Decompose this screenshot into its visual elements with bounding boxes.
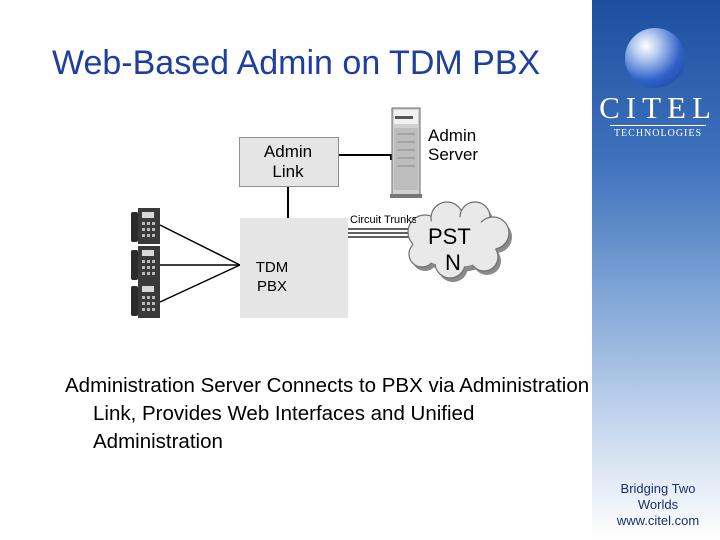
admin-link-label-line1: Admin — [263, 142, 313, 161]
admin-link-box — [239, 137, 339, 187]
server-icon — [390, 107, 422, 198]
tdm-pbx-label-line1: TDM — [255, 259, 289, 276]
phone-icon — [131, 208, 160, 244]
phone-connection-lines — [159, 224, 241, 303]
slide-title: Web-Based Admin on TDM PBX — [52, 44, 541, 82]
tdm-pbx-label-line2: PBX — [256, 278, 287, 295]
pstn-label: PST N — [428, 224, 471, 276]
logo-sub-text: TECHNOLOGIES — [613, 128, 703, 139]
tagline-line2: Worlds — [637, 497, 679, 512]
phone-icon — [131, 246, 160, 282]
citel-logo: CITEL TECHNOLOGIES — [598, 92, 718, 142]
website-url[interactable]: www.citel.com — [616, 513, 700, 528]
admin-server-label-line1: Admin — [428, 126, 477, 145]
phone-icon — [131, 282, 160, 318]
tdm-pbx-box — [240, 218, 348, 318]
admin-link-label-line2: Link — [272, 162, 304, 181]
tagline-line1: Bridging Two — [620, 481, 696, 496]
logo-main-text: CITEL — [599, 90, 717, 125]
brand-side-band — [592, 0, 720, 540]
tdm-pbx-label: TDM PBX — [242, 258, 302, 296]
logo-rule — [610, 125, 706, 126]
pstn-label-line2: N — [445, 250, 461, 275]
admin-server-label: Admin Server — [428, 126, 478, 164]
pstn-label-line1: PST — [428, 224, 471, 249]
globe-icon — [625, 28, 685, 88]
cloud-icon — [407, 201, 512, 282]
admin-link-label: Admin Link — [239, 142, 337, 182]
brand-tagline: Bridging Two Worlds www.citel.com — [598, 481, 718, 529]
body-text: Administration Server Connects to PBX vi… — [65, 374, 590, 453]
admin-server-label-line2: Server — [428, 145, 479, 164]
circuit-trunks-label: Circuit Trunks — [350, 214, 416, 226]
